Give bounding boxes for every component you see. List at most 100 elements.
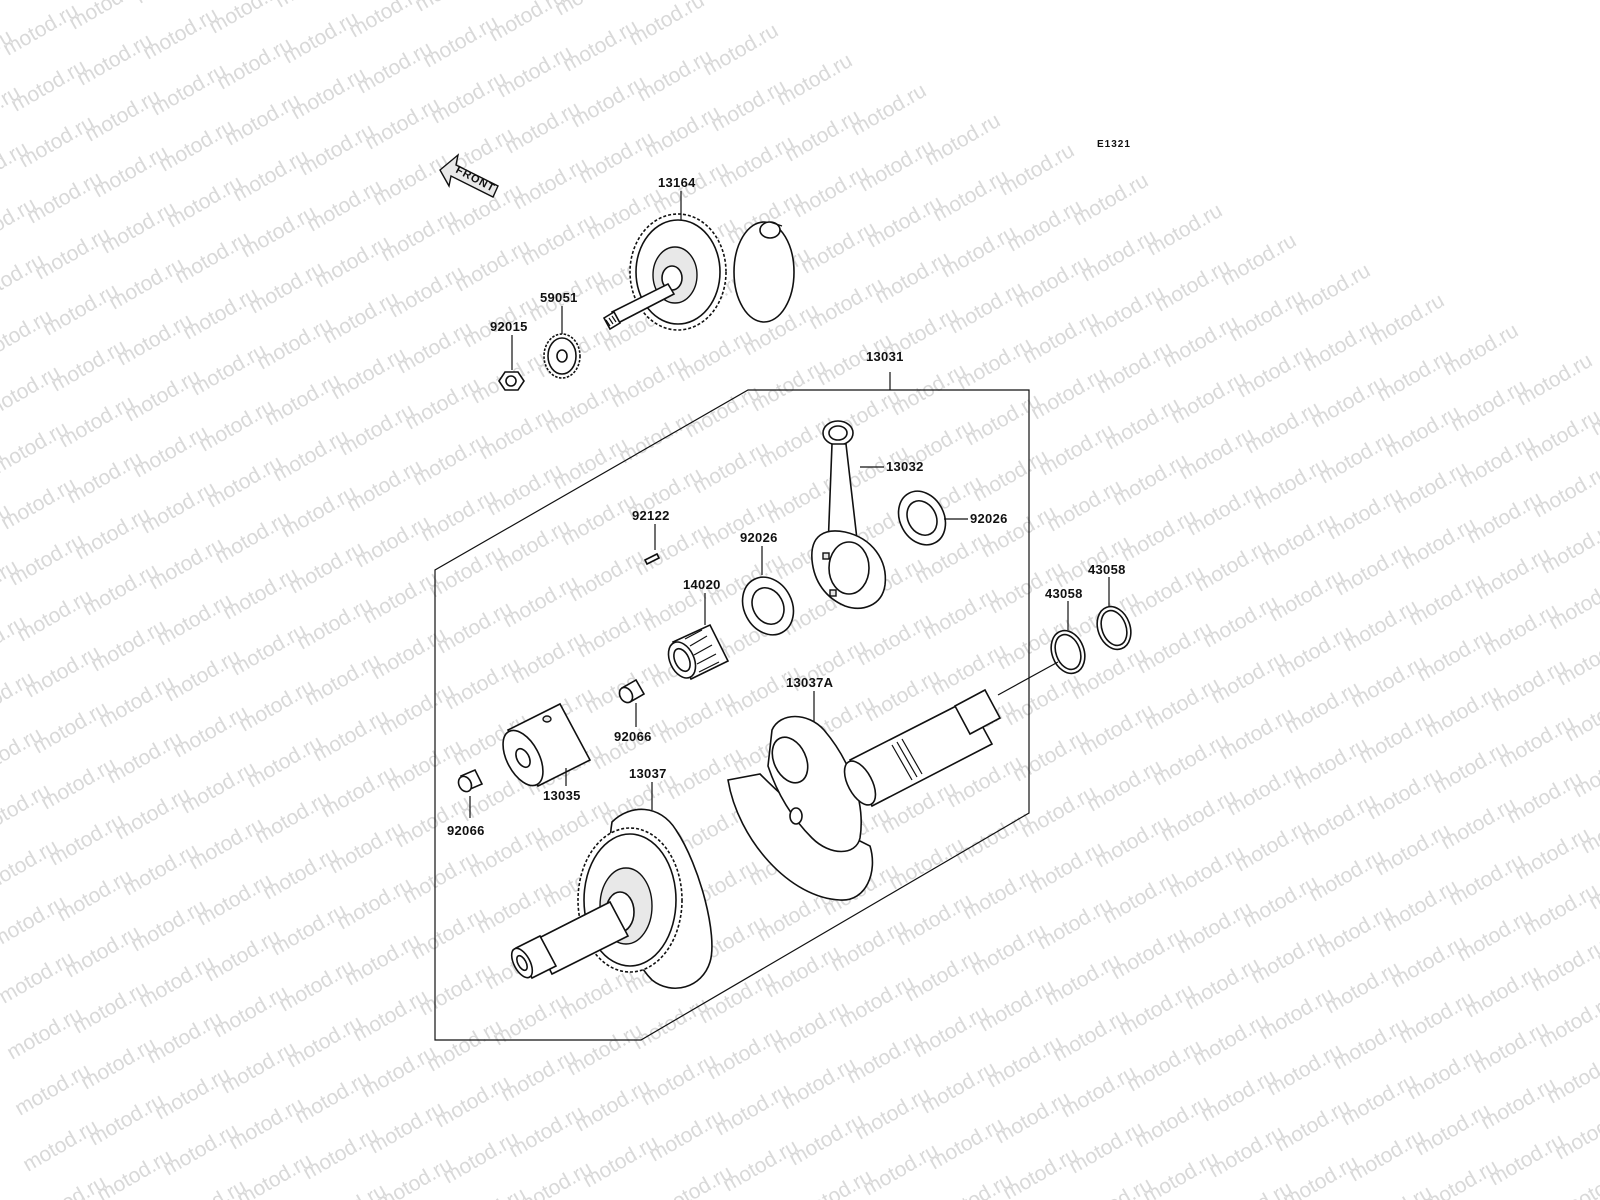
watermark-text: motod.ru: [567, 71, 650, 132]
watermark-text: motod.ru: [179, 283, 262, 344]
part-label-92015[interactable]: 92015: [490, 319, 528, 334]
thrust-washer-92026-left[interactable]: [733, 568, 804, 644]
thrust-washer-92026-right[interactable]: [889, 483, 954, 553]
watermark-text: motod.ru: [1231, 815, 1314, 876]
watermark-text: motod.ru: [937, 221, 1020, 282]
watermark-text: motod.ru: [349, 985, 432, 1046]
nut-92015[interactable]: [498, 371, 525, 391]
watermark-text: motod.ru: [1371, 819, 1454, 880]
connecting-rod-13032[interactable]: [811, 420, 887, 610]
watermark-text: motod.ru: [927, 639, 1010, 700]
part-label-59051[interactable]: 59051: [540, 290, 578, 305]
watermark-text: motod.ru: [919, 583, 1002, 644]
watermark-text: motod.ru: [1345, 1125, 1428, 1186]
watermark-text: motod.ru: [1175, 423, 1258, 484]
part-label-43058-a[interactable]: 43058: [1045, 586, 1083, 601]
watermark-text: motod.ru: [901, 945, 984, 1006]
part-label-92026-left[interactable]: 92026: [740, 530, 778, 545]
watermark-text: motod.ru: [1313, 901, 1396, 962]
part-label-92066-upper[interactable]: 92066: [614, 729, 652, 744]
watermark-text: motod.ru: [79, 559, 162, 620]
part-label-13037A[interactable]: 13037A: [786, 675, 834, 690]
watermark-text: motod.ru: [367, 623, 450, 684]
watermark-text: motod.ru: [507, 627, 590, 688]
watermark-text: motod.ru: [1355, 707, 1438, 768]
watermark-text: motod.ru: [303, 175, 386, 236]
watermark-text: motod.ru: [237, 201, 320, 262]
watermark-text: motod.ru: [1289, 733, 1372, 794]
needle-bearing-14020[interactable]: [663, 623, 730, 682]
watermark-text: motod.ru: [1403, 1043, 1486, 1104]
part-label-92122[interactable]: 92122: [632, 508, 670, 523]
watermark-text: motod.ru: [103, 727, 186, 788]
diagram-code: E1321: [1097, 139, 1131, 150]
watermark-text: motod.ru: [245, 257, 328, 318]
watermark-text: motod.ru: [1529, 461, 1600, 522]
watermark-text: motod.ru: [1057, 1061, 1140, 1122]
watermark-text: motod.ru: [171, 227, 254, 288]
watermark-text: motod.ru: [1213, 1177, 1296, 1200]
collar-92066-lower[interactable]: [456, 768, 484, 794]
watermark-text: motod.ru: [1453, 905, 1536, 966]
crankpin-13035[interactable]: [495, 702, 592, 792]
collar-92066-upper[interactable]: [617, 678, 646, 705]
watermark-text: motod.ru: [1455, 431, 1538, 492]
part-label-13035[interactable]: 13035: [543, 788, 581, 803]
balancer-shaft-13164[interactable]: [602, 213, 795, 331]
watermark-text: motod.ru: [1337, 1069, 1420, 1130]
ring-43058-a[interactable]: [1045, 626, 1090, 678]
watermark-text: motod.ru: [447, 1183, 530, 1200]
watermark-text: motod.ru: [489, 989, 572, 1050]
watermark-text: motod.ru: [285, 537, 368, 598]
watermark-text: motod.ru: [227, 619, 310, 680]
part-label-13037[interactable]: 13037: [629, 766, 667, 781]
watermark-text: motod.ru: [291, 1067, 374, 1128]
watermark-text: motod.ru: [1365, 289, 1448, 350]
watermark-text: motod.ru: [1191, 535, 1274, 596]
watermark-text: motod.ru: [483, 459, 566, 520]
part-label-14020[interactable]: 14020: [683, 577, 721, 592]
watermark-text: motod.ru: [773, 49, 856, 110]
watermark-text: motod.ru: [777, 1053, 860, 1114]
watermark-text: motod.ru: [409, 429, 492, 490]
watermark-text: motod.ru: [11, 1059, 94, 1120]
watermark-text: motod.ru: [1133, 617, 1216, 678]
part-label-92066-lower[interactable]: 92066: [447, 823, 485, 838]
watermark-text: motod.ru: [633, 45, 716, 106]
watermark-text: motod.ru: [697, 493, 780, 554]
watermark-text: motod.ru: [105, 253, 188, 314]
part-label-43058-b[interactable]: 43058: [1088, 562, 1126, 577]
crankshaft-half-13037[interactable]: [507, 808, 713, 989]
watermark-text: motod.ru: [1521, 405, 1600, 466]
watermark-text: motod.ru: [145, 533, 228, 594]
watermark-text: motod.ru: [369, 149, 452, 210]
watermark-text: motod.ru: [1535, 991, 1600, 1052]
watermark-text: motod.ru: [351, 511, 434, 572]
watermark-text: motod.ru: [1189, 1009, 1272, 1070]
watermark-text: motod.ru: [1257, 509, 1340, 570]
watermark-text: motod.ru: [19, 1115, 102, 1176]
watermark-text: motod.ru: [277, 481, 360, 542]
pin-92122[interactable]: [643, 552, 661, 566]
watermark-text: motod.ru: [385, 261, 468, 322]
gear-59051[interactable]: [543, 333, 581, 379]
watermark-text: motod.ru: [209, 981, 292, 1042]
watermark-text: motod.ru: [431, 1071, 514, 1132]
watermark-text: motod.ru: [1281, 677, 1364, 738]
watermark-text: motod.ru: [721, 661, 804, 722]
watermark-text: motod.ru: [1447, 375, 1530, 436]
watermark-text: motod.ru: [789, 161, 872, 222]
part-label-13032[interactable]: 13032: [886, 459, 924, 474]
watermark-text: motod.ru: [1513, 349, 1596, 410]
part-label-13164[interactable]: 13164: [658, 175, 696, 190]
watermark-text: motod.ru: [135, 951, 218, 1012]
watermark-text: motod.ru: [1001, 669, 1084, 730]
watermark-text: motod.ru: [517, 209, 600, 270]
ring-43058-b[interactable]: [1091, 602, 1136, 654]
part-label-92026-right[interactable]: 92026: [970, 511, 1008, 526]
watermark-text: motod.ru: [1027, 363, 1110, 424]
part-label-13031[interactable]: 13031: [866, 349, 904, 364]
crankshaft-half-13037A[interactable]: [727, 688, 1002, 901]
